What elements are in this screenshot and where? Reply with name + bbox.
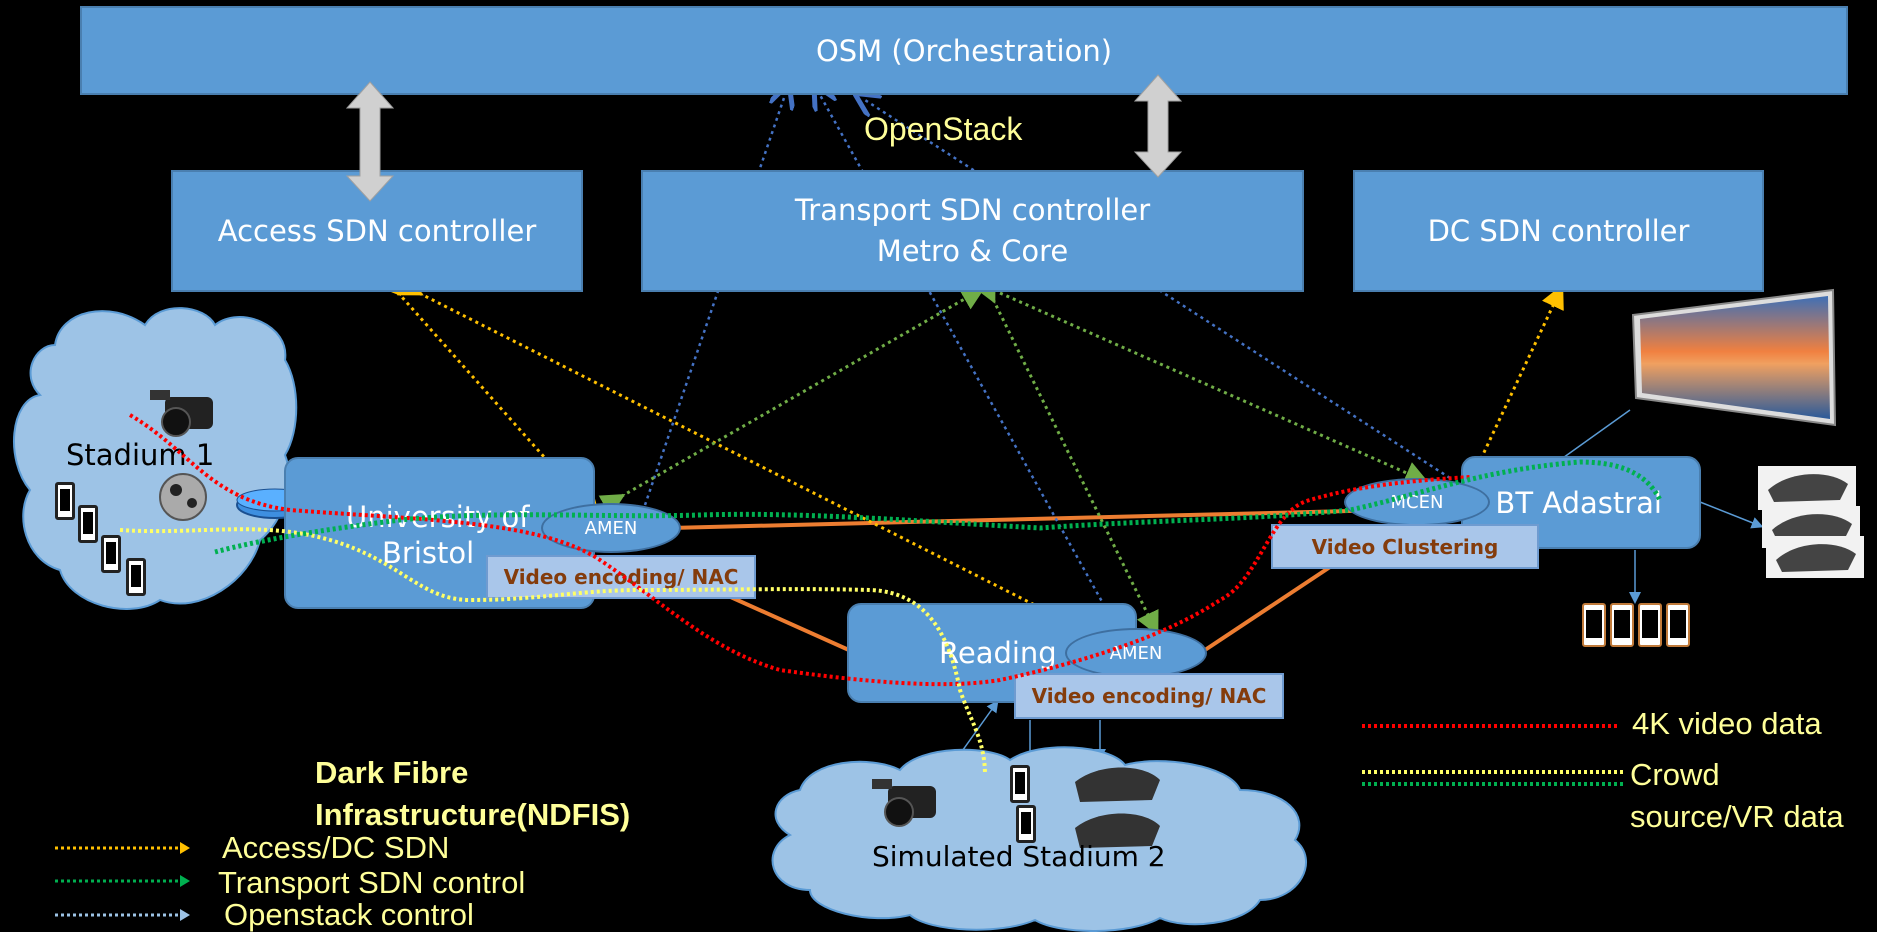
bt-function-label: Video Clustering (1311, 534, 1499, 559)
vr-headset-icon (1075, 813, 1160, 848)
osm-title: OSM (Orchestration) (815, 33, 1113, 68)
access-sdn-controller: Access SDN controller (171, 170, 583, 292)
amen-node-bristol: AMEN (541, 503, 681, 553)
dark-fibre-label-line1: Dark Fibre (315, 755, 469, 790)
legend-4k-video: 4K video data (1632, 706, 1822, 741)
osm-orchestration-box: OSM (Orchestration) (80, 6, 1848, 95)
bristol-video-encoding-box: Video encoding/ NAC (486, 555, 756, 599)
reading-video-encoding-box: Video encoding/ NAC (1014, 673, 1284, 719)
double-arrow-icon (1133, 74, 1183, 178)
video-camera-icon (150, 390, 213, 437)
phone-icon (1666, 603, 1690, 647)
dc-sdn-controller: DC SDN controller (1353, 170, 1764, 292)
phone-icon (101, 535, 121, 573)
legend-crowd: Crowd source/VR data (1630, 754, 1844, 838)
360-camera-icon (159, 473, 207, 521)
dc-sdn-controller-label: DC SDN controller (1427, 214, 1690, 248)
legend-transport: Transport SDN control (218, 865, 526, 900)
legend-access-dc: Access/DC SDN (222, 830, 450, 865)
legend-crowd-line1: Crowd (1630, 757, 1720, 792)
bristol-label-line2: Bristol (382, 536, 475, 570)
transport-sdn-controller: Transport SDN controller Metro & Core (641, 170, 1304, 292)
amen-label: AMEN (584, 517, 638, 539)
dark-fibre-label: Dark Fibre Infrastructure(NDFIS) (315, 752, 630, 836)
transport-controller-label: Transport SDN controller (794, 193, 1151, 228)
phone-icon (1016, 805, 1036, 843)
legend-openstack: Openstack control (224, 897, 474, 932)
video-camera-icon (872, 779, 936, 827)
phone-icon (1582, 603, 1606, 647)
legend-crowd-line2: source/VR data (1630, 799, 1844, 834)
phone-icon (1610, 603, 1634, 647)
vr-headset-icon (1758, 466, 1856, 510)
crowd-data-path-yellow (119, 527, 987, 776)
mcen-node: MCEN (1344, 478, 1490, 526)
phone-icon (1638, 603, 1662, 647)
amen-label: AMEN (1109, 642, 1163, 664)
dark-fibre-label-line2: Infrastructure(NDFIS) (315, 797, 631, 832)
phone-icon (1010, 765, 1030, 803)
phone-icon (55, 482, 75, 520)
stadium2-label: Simulated Stadium 2 (872, 840, 1166, 873)
crowd-data-path-green (214, 459, 1663, 555)
stadium1-label: Stadium 1 (66, 438, 215, 472)
phone-icon (126, 558, 146, 596)
bristol-function-label: Video encoding/ NAC (503, 565, 739, 589)
phone-icon (78, 505, 98, 543)
openstack-label: OpenStack (864, 111, 1023, 147)
bt-adastral-label: BT Adastral (1495, 485, 1662, 520)
reading-label: Reading (939, 636, 1057, 670)
vr-headset-icon (1766, 536, 1864, 578)
access-sdn-controller-label: Access SDN controller (217, 214, 537, 248)
4k-video-data-path (128, 413, 1471, 687)
transport-control-lines (598, 276, 1429, 636)
4k-tv-icon (1631, 288, 1837, 427)
vr-headset-icon (1075, 767, 1160, 802)
reading-function-label: Video encoding/ NAC (1031, 684, 1267, 708)
bt-video-clustering-box: Video Clustering (1271, 524, 1539, 569)
transport-controller-sublabel: Metro & Core (876, 234, 1069, 268)
double-arrow-icon (345, 81, 395, 202)
